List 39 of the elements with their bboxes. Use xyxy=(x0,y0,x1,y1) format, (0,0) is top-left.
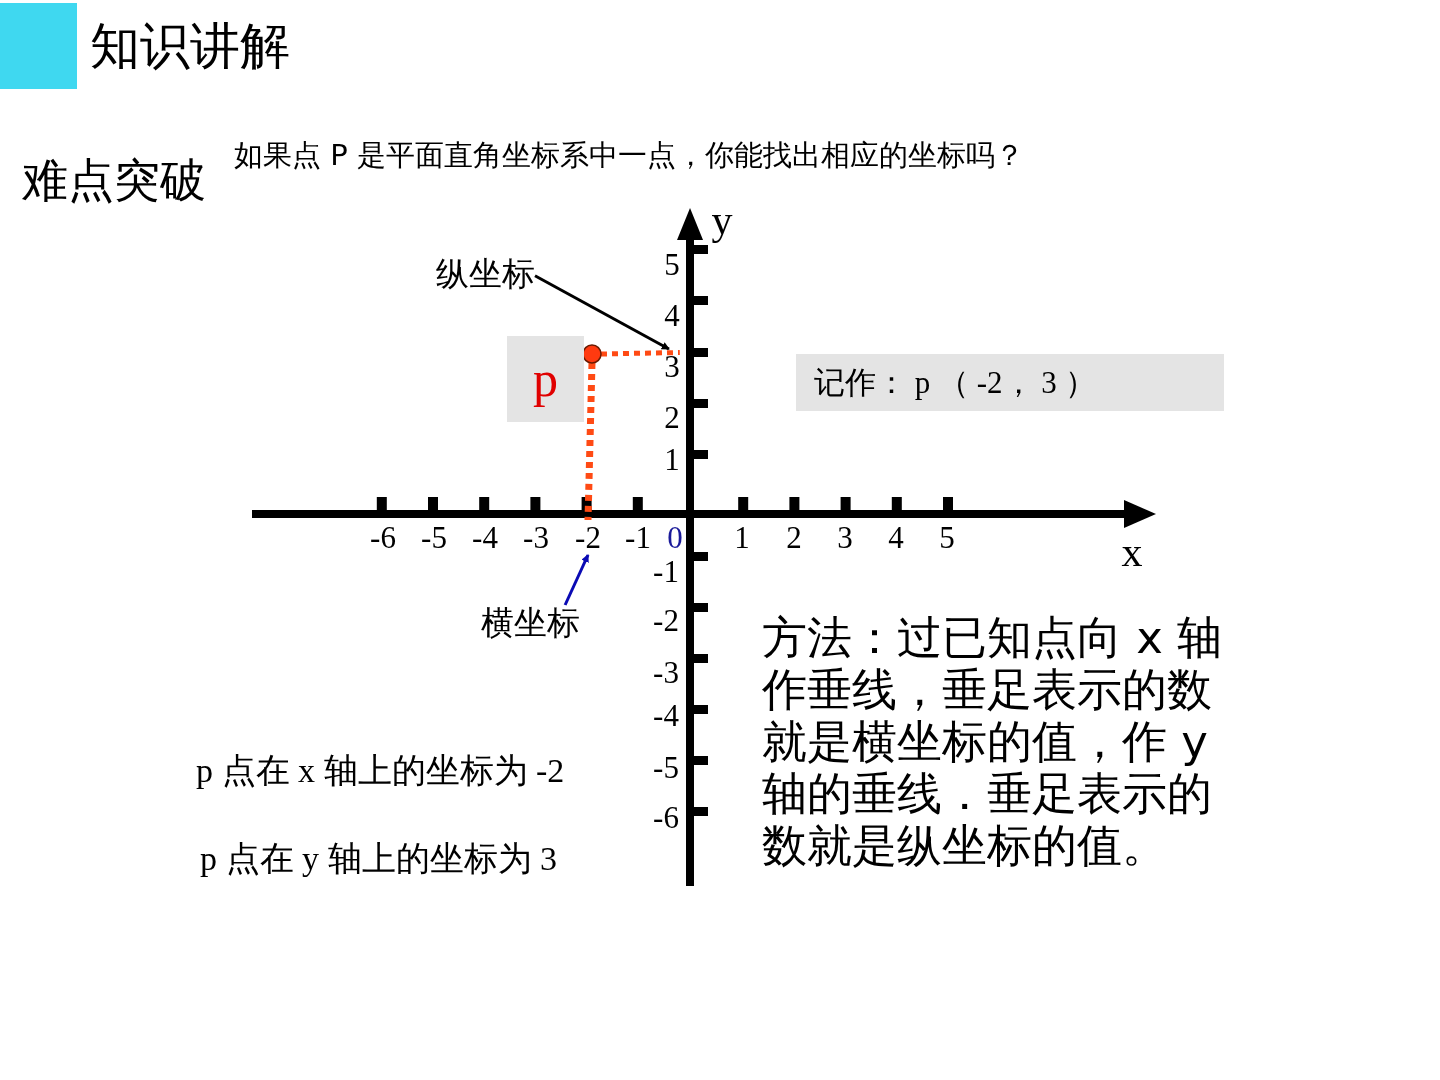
tick-label: -4 xyxy=(653,698,679,734)
tick-label: -2 xyxy=(575,520,601,555)
tick-label: -3 xyxy=(523,520,549,556)
callout-label: 纵坐标 xyxy=(436,256,535,292)
tick-label: -6 xyxy=(370,520,396,556)
leader-line xyxy=(563,554,590,606)
leader-line xyxy=(534,274,670,351)
dotted-line xyxy=(584,362,596,521)
tick-label: 5 xyxy=(664,247,680,283)
tick-label: -1 xyxy=(653,554,679,590)
tick-label: -5 xyxy=(421,520,447,556)
tick-label: -5 xyxy=(653,750,679,786)
callout-label: 横坐标 xyxy=(481,605,580,641)
dotted-line xyxy=(600,350,680,357)
point-label-box: p xyxy=(507,336,584,422)
tick-label: -2 xyxy=(653,603,679,639)
question-text: 如果点 P 是平面直角坐标系中一点，你能找出相应的坐标吗？ xyxy=(234,137,1024,174)
axis-label: x xyxy=(1121,528,1143,576)
tick-label: 5 xyxy=(939,520,955,556)
note-text: p 点在 y 轴上的坐标为 3 xyxy=(200,839,558,879)
tick-label: 1 xyxy=(664,442,680,478)
axis-label: y xyxy=(711,196,733,244)
tick-label: -1 xyxy=(625,520,651,556)
tick-label: 4 xyxy=(888,520,904,556)
section-heading: 难点突破 xyxy=(22,152,206,209)
tick-label: 1 xyxy=(734,520,750,556)
tick-label: 2 xyxy=(786,520,802,556)
tick-label: -3 xyxy=(653,655,679,691)
method-text: 方法：过已知点向 x 轴作垂线，垂足表示的数就是横坐标的值，作 y 轴的垂线．垂足表示的数就是纵坐标的值。 xyxy=(762,612,1224,872)
tick-label: 2 xyxy=(664,400,680,436)
tick-label: 3 xyxy=(664,349,680,384)
tick-label: -4 xyxy=(472,520,498,556)
notation-box: 记作： p （ -2， 3 ） xyxy=(796,354,1224,411)
tick-label: 4 xyxy=(664,298,680,334)
tick-label: -6 xyxy=(653,800,679,836)
tick-label: 3 xyxy=(837,520,853,556)
tick-label: 0 xyxy=(667,520,683,556)
title: 知识讲解 xyxy=(90,16,290,77)
note-text: p 点在 x 轴上的坐标为 -2 xyxy=(196,751,566,791)
